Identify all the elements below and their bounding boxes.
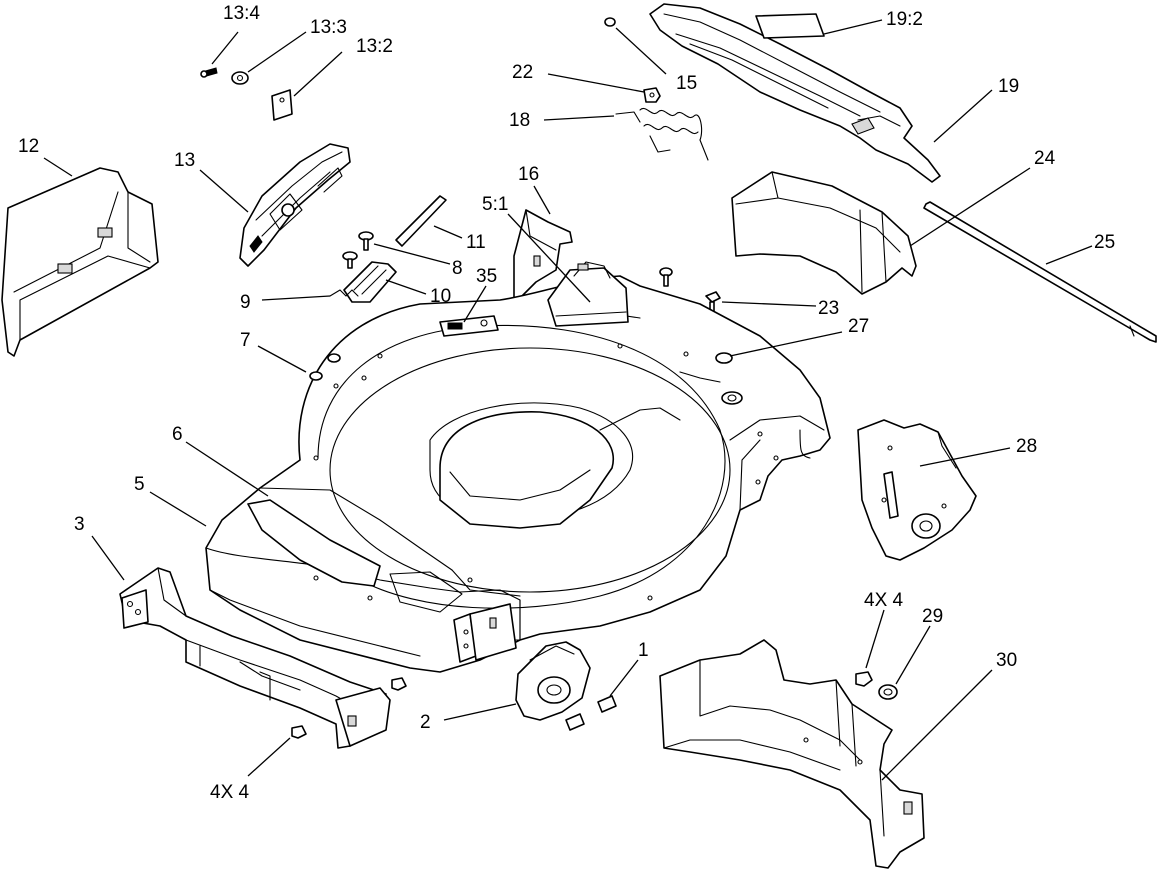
part-12-side-cover	[1, 167, 159, 357]
part-11-pin	[395, 195, 447, 247]
callout-5: 5	[134, 474, 145, 495]
part-24-grass-chute	[731, 171, 917, 295]
callout-29: 29	[922, 606, 943, 627]
callout-7: 7	[240, 330, 251, 351]
part-16-bracket	[513, 209, 573, 305]
callout-13-2: 13:2	[356, 36, 393, 57]
callout-27: 27	[848, 316, 869, 337]
callout-19-2: 19:2	[886, 9, 923, 30]
part-1-bolt-a	[597, 695, 617, 713]
callout-4x4-right: 4X 4	[864, 590, 904, 611]
part-15-nut	[604, 17, 616, 27]
nut-4x4-left-a	[391, 677, 407, 691]
part-10-hinge	[343, 261, 397, 303]
leader-lines	[43, 19, 1093, 781]
part-13-3-nut	[231, 71, 249, 85]
deck-bushing	[721, 391, 743, 405]
callout-13-3: 13:3	[310, 17, 347, 38]
part-2-wheel-bracket	[515, 641, 591, 721]
part-28-rear-wheel-bracket	[857, 419, 977, 561]
callout-24: 24	[1034, 148, 1056, 169]
part-3-front-skirt	[119, 567, 391, 749]
callout-11: 11	[466, 232, 486, 253]
part-35-decal	[439, 315, 499, 337]
callout-15: 15	[676, 73, 697, 94]
callout-3: 3	[74, 514, 85, 535]
part-8-bolt-a	[358, 231, 374, 251]
callout-19: 19	[998, 76, 1019, 97]
callout-5-1: 5:1	[482, 194, 508, 215]
part-1-bolt-b	[565, 713, 585, 731]
callout-13: 13	[174, 150, 195, 171]
part-25-rod	[923, 201, 1157, 343]
part-19-2-decal	[755, 13, 825, 39]
callout-4x4-left: 4X 4	[210, 782, 250, 803]
callout-22: 22	[512, 62, 533, 83]
callout-9: 9	[240, 292, 251, 313]
callout-12: 12	[18, 136, 39, 157]
part-7-nut-a	[309, 371, 323, 381]
bolt-top-deck	[659, 267, 673, 287]
part-22-nut	[643, 87, 661, 103]
callout-16: 16	[518, 164, 539, 185]
part-29-washer	[878, 684, 898, 700]
part-30-rear-skirt	[659, 639, 925, 869]
nut-4x4-left-b	[291, 725, 307, 739]
callout-30: 30	[996, 650, 1017, 671]
part-9-spring	[329, 289, 359, 297]
part-13-4-screw	[200, 67, 218, 78]
part-13-latch-assembly	[239, 143, 351, 267]
callout-1: 1	[638, 640, 649, 661]
callout-28: 28	[1016, 436, 1037, 457]
callout-10: 10	[430, 286, 451, 307]
callout-35: 35	[476, 266, 497, 287]
part-27-plug	[715, 352, 733, 364]
nut-4x4-right	[855, 671, 873, 687]
callout-2: 2	[420, 712, 431, 733]
callout-23: 23	[818, 298, 839, 319]
part-7-nut-b	[327, 353, 341, 363]
callout-6: 6	[172, 424, 183, 445]
callout-18: 18	[509, 110, 530, 131]
callout-25: 25	[1094, 232, 1115, 253]
part-5-mower-deck	[205, 275, 831, 673]
callout-13-4: 13:4	[223, 3, 260, 24]
part-18-spring	[615, 108, 709, 161]
part-8-bolt-b	[342, 251, 358, 269]
part-5-1-flap	[547, 261, 629, 327]
part-13-2-bracket	[271, 89, 293, 121]
callout-8: 8	[452, 258, 463, 279]
